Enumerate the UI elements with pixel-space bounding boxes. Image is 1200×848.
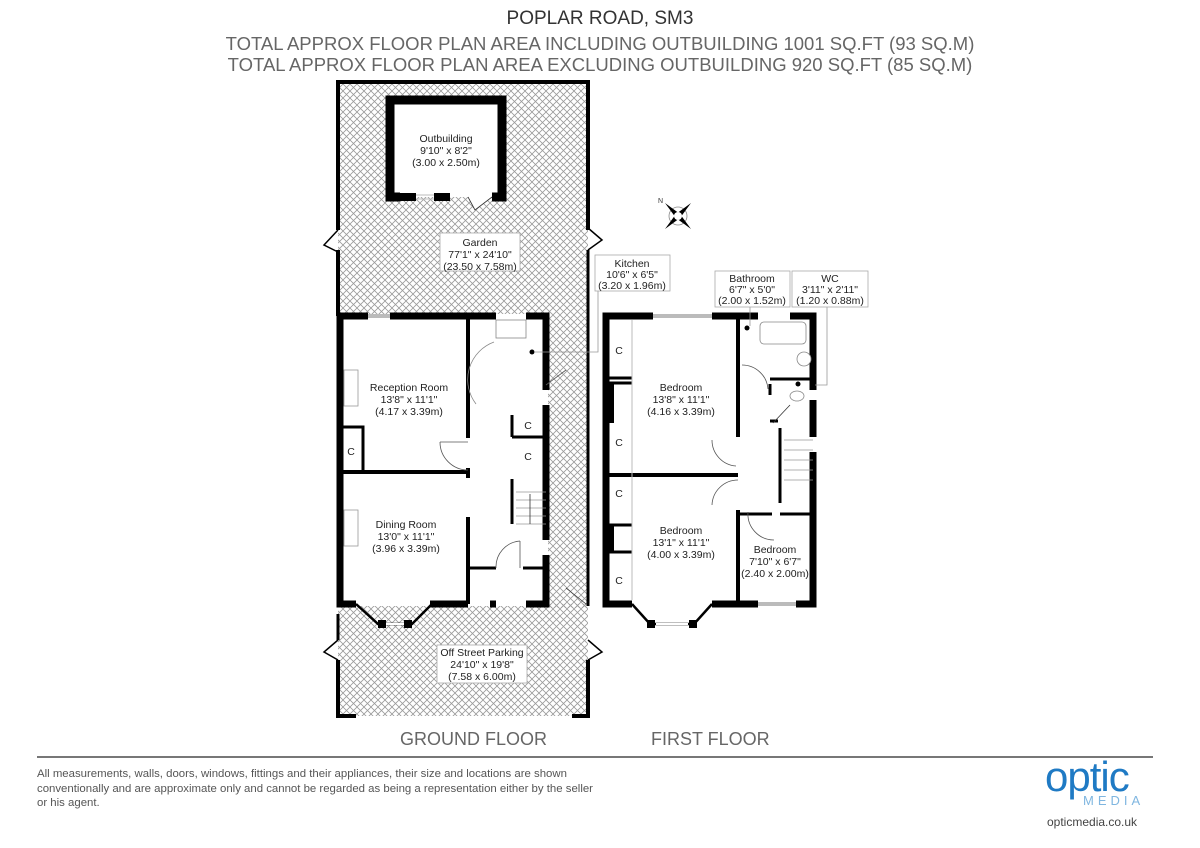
parking-name: Off Street Parking — [440, 647, 523, 659]
svg-text:(23.50 x 7.58m): (23.50 x 7.58m) — [443, 261, 517, 273]
svg-text:(3.00 x 2.50m): (3.00 x 2.50m) — [412, 157, 480, 169]
area-excluding-outbuilding: TOTAL APPROX FLOOR PLAN AREA EXCLUDING O… — [227, 54, 973, 75]
svg-text:C: C — [615, 575, 623, 587]
svg-text:C: C — [615, 488, 623, 500]
kitchen-name: Kitchen — [614, 258, 649, 270]
svg-text:(4.17 x 3.39m): (4.17 x 3.39m) — [375, 406, 443, 418]
svg-text:C: C — [524, 451, 532, 463]
wc-name: WC — [821, 273, 839, 285]
svg-text:6'7" x 5'0": 6'7" x 5'0" — [729, 284, 775, 296]
svg-text:C: C — [524, 420, 532, 432]
svg-text:(3.20 x 1.96m): (3.20 x 1.96m) — [598, 280, 666, 292]
svg-text:(2.40 x 2.00m): (2.40 x 2.00m) — [741, 568, 809, 580]
first-floor-plan — [602, 306, 828, 628]
svg-text:10'6" x 6'5": 10'6" x 6'5" — [606, 269, 658, 281]
bathroom-name: Bathroom — [729, 273, 775, 285]
garden-name: Garden — [462, 237, 497, 249]
dining-room-name: Dining Room — [376, 519, 437, 531]
ground-floor-plan — [322, 80, 604, 718]
svg-text:N: N — [658, 198, 663, 205]
bedroom-3-name: Bedroom — [754, 544, 797, 556]
svg-text:(2.00 x 1.52m): (2.00 x 1.52m) — [718, 295, 786, 307]
optic-media-logo: optic MEDIA — [1045, 753, 1165, 808]
svg-text:13'8" x 11'1": 13'8" x 11'1" — [381, 394, 438, 406]
area-including-outbuilding: TOTAL APPROX FLOOR PLAN AREA INCLUDING O… — [225, 33, 975, 54]
footer-divider — [37, 756, 1153, 758]
bedroom-2-name: Bedroom — [660, 525, 703, 537]
svg-text:13'0" x 11'1": 13'0" x 11'1" — [378, 531, 435, 543]
compass-rose-icon: N — [658, 198, 691, 229]
svg-text:(4.16 x 3.39m): (4.16 x 3.39m) — [647, 406, 715, 418]
ground-floor-label: GROUND FLOOR — [400, 729, 548, 749]
first-floor-label: FIRST FLOOR — [651, 729, 770, 749]
bedroom-1-name: Bedroom — [660, 382, 703, 394]
svg-text:(7.58 x 6.00m): (7.58 x 6.00m) — [448, 671, 516, 683]
svg-text:13'8" x 11'1": 13'8" x 11'1" — [653, 394, 710, 406]
svg-text:77'1" x 24'10": 77'1" x 24'10" — [448, 249, 512, 261]
logo-subtitle: MEDIA — [1083, 793, 1145, 808]
side-passage-area — [548, 314, 588, 608]
svg-text:C: C — [615, 345, 623, 357]
svg-text:(3.96 x 3.39m): (3.96 x 3.39m) — [372, 543, 440, 555]
svg-text:(4.00 x 3.39m): (4.00 x 3.39m) — [647, 549, 715, 561]
svg-text:24'10" x 19'8": 24'10" x 19'8" — [450, 659, 514, 671]
svg-text:(1.20 x 0.88m): (1.20 x 0.88m) — [796, 295, 864, 307]
logo-wordmark: optic — [1045, 753, 1130, 800]
svg-text:13'1" x 11'1": 13'1" x 11'1" — [653, 537, 710, 549]
svg-text:C: C — [347, 446, 355, 458]
svg-text:3'11" x 2'11": 3'11" x 2'11" — [802, 284, 858, 296]
logo-url: opticmedia.co.uk — [1047, 815, 1138, 829]
svg-text:7'10" x 6'7": 7'10" x 6'7" — [749, 556, 801, 568]
reception-room-name: Reception Room — [370, 382, 448, 394]
disclaimer-text: All measurements, walls, doors, windows,… — [37, 768, 593, 809]
svg-text:9'10" x 8'2": 9'10" x 8'2" — [420, 145, 472, 157]
svg-text:C: C — [615, 437, 623, 449]
outbuilding-name: Outbuilding — [419, 133, 472, 145]
plan-title: POPLAR ROAD, SM3 — [506, 8, 694, 29]
